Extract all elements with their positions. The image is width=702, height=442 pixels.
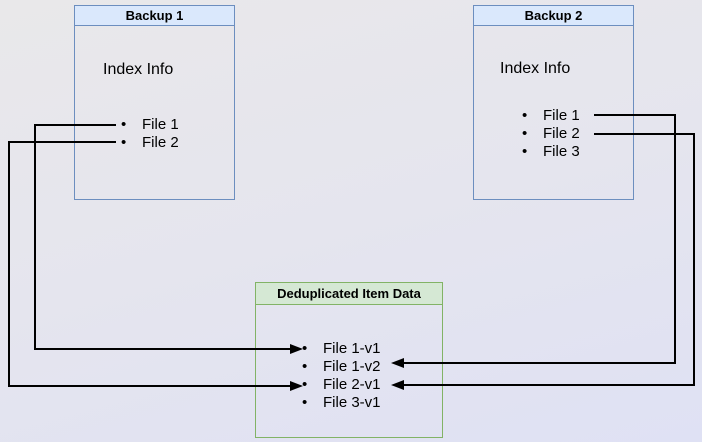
dedup-item-list: File 1-v1 File 1-v2 File 2-v1 File 3-v1 [302,340,381,412]
list-item: File 1 [121,116,179,134]
bullet-icon [121,134,142,152]
list-item: File 1-v1 [302,340,381,358]
list-item: File 1 [522,107,580,125]
file-label: File 1-v2 [323,358,381,375]
file-label: File 2 [142,134,179,151]
dedup-title: Deduplicated Item Data [256,283,442,305]
bullet-icon [522,125,543,143]
file-label: File 2 [543,125,580,142]
list-item: File 2 [121,134,179,152]
backup2-index-info-label: Index Info [500,60,571,77]
bullet-icon [302,394,323,412]
file-label: File 2-v1 [323,376,381,393]
bullet-icon [302,340,323,358]
bullet-icon [522,143,543,161]
file-label: File 1-v1 [323,340,381,357]
list-item: File 3 [522,143,580,161]
backup1-file-list: File 1 File 2 [121,116,179,152]
backup1-box: Backup 1 Index Info File 1 File 2 [74,5,235,200]
bullet-icon [302,376,323,394]
file-label: File 1 [543,107,580,124]
backup2-box: Backup 2 Index Info File 1 File 2 File 3 [473,5,634,200]
bullet-icon [121,116,142,134]
list-item: File 3-v1 [302,394,381,412]
file-label: File 3-v1 [323,394,381,411]
bullet-icon [302,358,323,376]
bullet-icon [522,107,543,125]
file-label: File 1 [142,116,179,133]
backup2-title: Backup 2 [474,6,633,26]
dedup-box: Deduplicated Item Data File 1-v1 File 1-… [255,282,443,438]
backup2-file-list: File 1 File 2 File 3 [522,107,580,161]
backup1-index-info-label: Index Info [103,61,174,78]
list-item: File 1-v2 [302,358,381,376]
list-item: File 2-v1 [302,376,381,394]
backup1-title: Backup 1 [75,6,234,26]
list-item: File 2 [522,125,580,143]
file-label: File 3 [543,143,580,160]
